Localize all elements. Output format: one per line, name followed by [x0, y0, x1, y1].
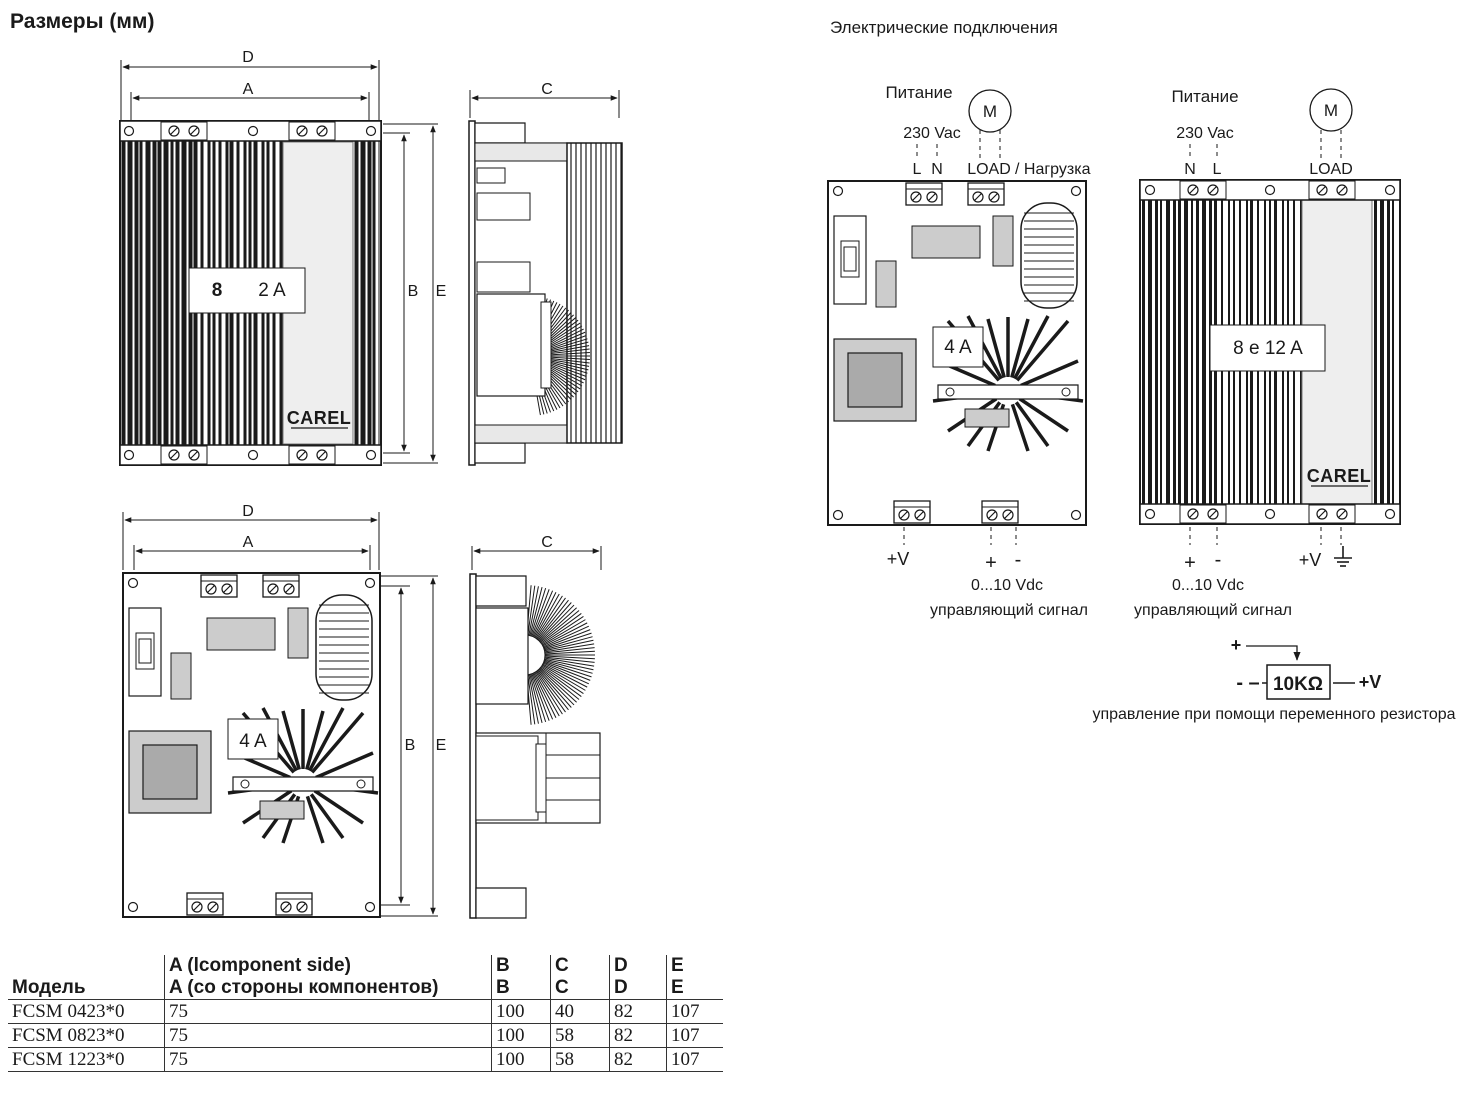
plus-v-left: +V — [887, 549, 910, 569]
power-label-right: Питание — [1171, 87, 1238, 106]
cell: 107 — [666, 1047, 723, 1072]
cell: 82 — [609, 1023, 667, 1048]
cell: 107 — [666, 999, 723, 1024]
side-view-bottom: C — [469, 534, 602, 919]
dim-label-c2: C — [541, 534, 553, 551]
col-a: A (lcomponent side)A (со стороны компоне… — [164, 955, 492, 1000]
resistor-plus: + — [1231, 635, 1242, 655]
resistor-value: 10KΩ — [1273, 674, 1323, 695]
plus-v-right: +V — [1299, 550, 1322, 570]
range-left: 0...10 Vdc — [971, 577, 1043, 594]
range-right: 0...10 Vdc — [1172, 577, 1244, 594]
cell: 58 — [550, 1023, 610, 1048]
pcb-front-view: D A 4 A B E — [122, 503, 447, 918]
badge-8-12a: 8 e 12 A — [1233, 338, 1303, 359]
load-ru-label: / Нагрузка — [1015, 161, 1091, 178]
table-row: FCSM 1223*0 75 100 58 82 107 — [8, 1047, 723, 1072]
plus-left: + — [985, 552, 997, 574]
voltage-label-left: 230 Vac — [903, 125, 961, 142]
dim-label-b: B — [408, 283, 419, 300]
cell: 40 — [550, 999, 610, 1024]
terminal-l-right: L — [1213, 161, 1222, 178]
cell: 82 — [609, 1047, 667, 1072]
minus-left: - — [1015, 549, 1022, 571]
side-view-top: C — [468, 81, 623, 466]
col-d-line1: D — [614, 955, 628, 976]
heatsink-front-view: D A 8 2 A CAREL B E — [119, 49, 447, 466]
col-c-line1: C — [555, 955, 569, 976]
cell: 100 — [491, 1047, 551, 1072]
col-a-line1: A (lcomponent side) — [169, 955, 351, 976]
terminal-l-left: L — [913, 161, 922, 178]
dim-label-a: A — [243, 81, 254, 98]
table-row: FCSM 0423*0 75 100 40 82 107 — [8, 999, 723, 1024]
col-a-line2: A (со стороны компонентов) — [169, 977, 439, 998]
badge-2a: 2 A — [258, 280, 286, 301]
resistor-plus-v: +V — [1359, 672, 1382, 692]
voltage-label-right: 230 Vac — [1176, 125, 1234, 142]
cell: 100 — [491, 999, 551, 1024]
cell: 100 — [491, 1023, 551, 1048]
badge-4a-right: 4 A — [944, 337, 972, 358]
plus-right: + — [1184, 552, 1196, 574]
col-model: Модель — [8, 955, 165, 1000]
dim-label-b2: B — [405, 737, 416, 754]
minus-right: - — [1215, 549, 1222, 571]
col-b-line1: B — [496, 955, 510, 976]
table-row: FCSM 0823*0 75 100 58 82 107 — [8, 1023, 723, 1048]
cell: FCSM 0823*0 — [8, 1023, 165, 1048]
cell: 75 — [164, 999, 492, 1024]
carel-logo-right: CAREL — [1307, 466, 1372, 486]
dim-label-c: C — [541, 81, 553, 98]
cell: 75 — [164, 1047, 492, 1072]
dim-label-e2: E — [436, 737, 447, 754]
carel-logo: CAREL — [287, 408, 352, 428]
dimensions-table: Модель A (lcomponent side)A (со стороны … — [8, 955, 723, 1072]
terminal-n-left: N — [931, 161, 943, 178]
cell: 82 — [609, 999, 667, 1024]
col-e-line1: E — [671, 955, 684, 976]
ground-icon — [1334, 546, 1352, 567]
resistor-caption: управление при помощи переменного резист… — [1092, 706, 1455, 723]
dim-label-d: D — [242, 49, 254, 66]
dim-label-a2: A — [243, 534, 254, 551]
dim-label-e: E — [436, 283, 447, 300]
cell: FCSM 0423*0 — [8, 999, 165, 1024]
col-e-line2: E — [671, 977, 684, 998]
dim-label-d2: D — [242, 503, 254, 520]
dimensions-title: Размеры (мм) — [10, 10, 155, 33]
wiring-pcb: Питание 230 Vac L N LOAD / Нагрузка M 4 … — [827, 83, 1091, 619]
load-label-left: LOAD — [967, 161, 1011, 178]
badge-8: 8 — [212, 280, 223, 301]
col-d-line2: D — [614, 977, 628, 998]
power-label-left: Питание — [885, 83, 952, 102]
resistor-control: + - – 10KΩ +V управление при помощи пере… — [1092, 635, 1455, 723]
badge-4a-left: 4 A — [239, 731, 267, 752]
signal-left: управляющий сигнал — [930, 602, 1088, 619]
cell: 58 — [550, 1047, 610, 1072]
signal-right: управляющий сигнал — [1134, 602, 1292, 619]
col-c-line2: C — [555, 977, 569, 998]
load-label-right: LOAD — [1309, 161, 1353, 178]
col-b-line2: B — [496, 977, 510, 998]
resistor-minus: - – — [1236, 672, 1259, 694]
cell: 107 — [666, 1023, 723, 1048]
wiring-heatsink: Питание 230 Vac N L LOAD M 8 e 12 A CARE… — [1134, 87, 1401, 619]
terminal-n-right: N — [1184, 161, 1196, 178]
cell: 75 — [164, 1023, 492, 1048]
motor-symbol-right: M — [1324, 101, 1338, 120]
cell: FCSM 1223*0 — [8, 1047, 165, 1072]
electrical-title: Электрические подключения — [830, 18, 1058, 37]
motor-symbol-left: M — [983, 102, 997, 121]
